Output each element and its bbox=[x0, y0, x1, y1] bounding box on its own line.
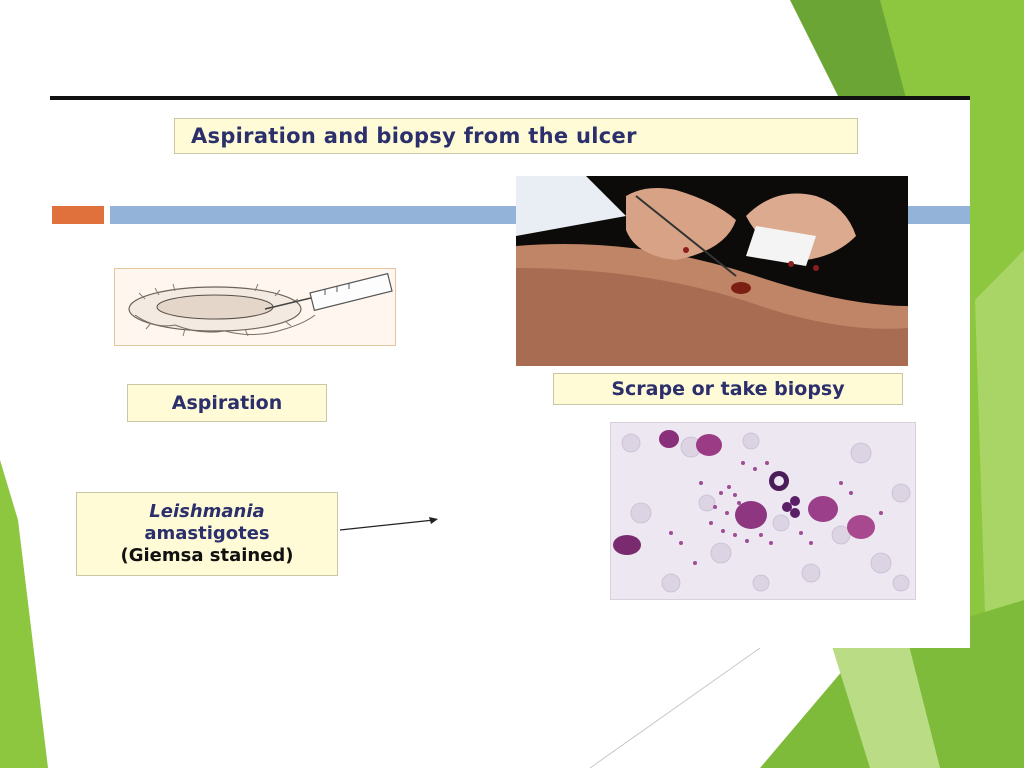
green-shape-left bbox=[0, 460, 48, 768]
leishmania-label-line1: Leishmania bbox=[149, 501, 265, 522]
slide-title: Aspiration and biopsy from the ulcer bbox=[174, 118, 858, 154]
giemsa-smear-image bbox=[610, 422, 916, 600]
pointer-arrow bbox=[339, 517, 438, 531]
scrape-biopsy-label: Scrape or take biopsy bbox=[553, 373, 903, 405]
slide-content: Aspiration and biopsy from the ulcer bbox=[50, 96, 970, 648]
aspiration-label: Aspiration bbox=[127, 384, 327, 422]
green-shape-bottom-light bbox=[830, 610, 940, 768]
biopsy-photo bbox=[516, 176, 908, 366]
accent-bar-orange bbox=[52, 206, 104, 224]
thin-diagonal-line bbox=[589, 647, 761, 768]
aspiration-illustration bbox=[114, 268, 396, 346]
leishmania-label-line2: amastigotes bbox=[144, 523, 270, 544]
leishmania-label: Leishmania amastigotes (Giemsa stained) bbox=[76, 492, 338, 576]
leishmania-label-line3: (Giemsa stained) bbox=[120, 545, 294, 566]
